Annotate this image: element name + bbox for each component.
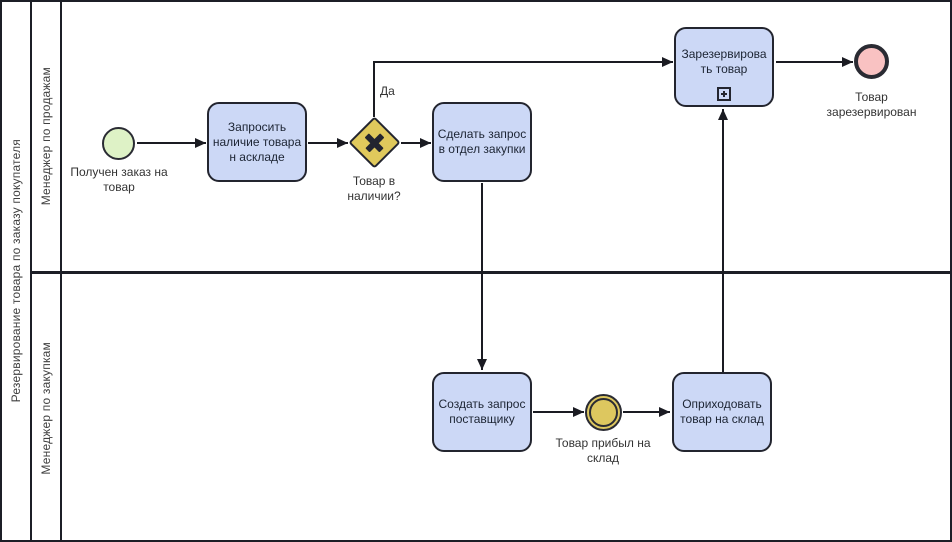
subprocess-plus-icon[interactable] (717, 87, 731, 101)
lane-sales-label: Менеджер по продажам (39, 67, 53, 206)
task-supplier-request[interactable]: Создать запрос поставщику (432, 372, 532, 452)
task-receive-goods[interactable]: Оприходовать товар на склад (672, 372, 772, 452)
flow-yes-label: Да (380, 84, 395, 98)
subprocess-reserve-goods[interactable]: Зарезервирова ть товар (674, 27, 774, 107)
task-purchase-request[interactable]: Сделать запрос в отдел закупки (432, 102, 532, 182)
pool-title: Резервирование товара по заказу покупате… (9, 139, 23, 403)
lane-purchasing-title-cell: Менеджер по закупкам (32, 274, 62, 540)
lane-sales-title-cell: Менеджер по продажам (32, 2, 62, 271)
lane-sales-manager: Менеджер по продажам (32, 2, 950, 274)
lane-purchasing-manager: Менеджер по закупкам (32, 274, 950, 540)
end-event-label: Товар зарезервирован (826, 90, 917, 119)
start-event[interactable] (102, 127, 135, 160)
start-event-label: Получен заказ на товар (70, 165, 168, 194)
intermediate-event-inner-ring-icon (589, 398, 618, 427)
pool-title-cell: Резервирование товара по заказу покупате… (2, 2, 32, 540)
task-check-stock[interactable]: Запросить наличие товара н аскладе (207, 102, 307, 182)
lane-purchasing-label: Менеджер по закупкам (39, 341, 53, 475)
intermediate-event-label: Товар прибыл на склад (555, 436, 651, 465)
intermediate-event-goods-arrived[interactable] (585, 394, 622, 431)
gateway-label: Товар в наличии? (347, 174, 401, 203)
end-event[interactable] (854, 44, 889, 79)
